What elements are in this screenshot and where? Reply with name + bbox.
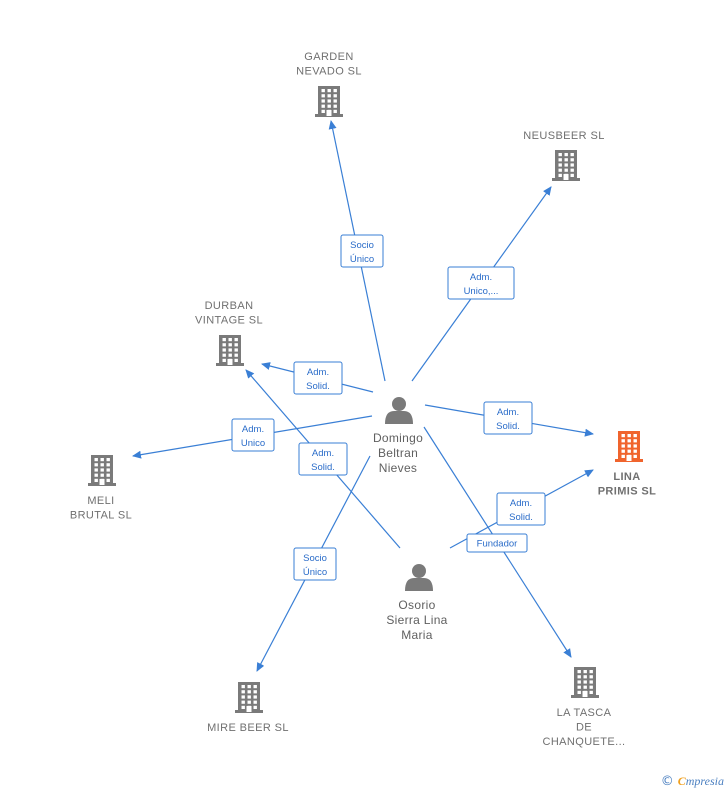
edge-label-line: Adm. bbox=[470, 272, 492, 283]
building-icon[interactable] bbox=[571, 667, 599, 698]
edge-label-line: Adm. bbox=[312, 448, 334, 459]
edge-label-line: Fundador bbox=[477, 539, 518, 550]
edge-label-line: Socio bbox=[303, 553, 327, 564]
company-label-lina[interactable]: LINA PRIMIS SL bbox=[598, 471, 657, 498]
edge-label-line: Unico,... bbox=[464, 286, 499, 297]
company-label-lina-line: PRIMIS SL bbox=[598, 486, 657, 498]
edge-label-osorio-lina[interactable]: Adm. Solid. bbox=[496, 492, 546, 526]
edge-label-text: Adm. Solid. bbox=[306, 367, 330, 392]
edge-label-line: Solid. bbox=[306, 381, 330, 392]
company-label-mire[interactable]: MIRE BEER SL bbox=[207, 722, 289, 734]
edge-label-osorio-durban[interactable]: Adm. Solid. bbox=[298, 442, 348, 476]
company-node-garden[interactable]: GARDEN NEVADO SL bbox=[296, 51, 362, 117]
person-label-domingo-line: Nieves bbox=[379, 461, 417, 475]
company-node-durban[interactable]: DURBAN VINTAGE SL bbox=[195, 300, 263, 366]
edge-label-line: Adm. bbox=[497, 407, 519, 418]
company-label-latasca-line: CHANQUETE... bbox=[542, 736, 625, 748]
edge-label-line: Solid. bbox=[311, 462, 335, 473]
person-label-osorio-line: Sierra Lina bbox=[386, 613, 447, 627]
person-icon[interactable] bbox=[405, 564, 433, 591]
company-label-latasca-line: DE bbox=[576, 722, 592, 734]
nodes-layer: GARDEN NEVADO SL NEUSBEER SL DURBAN VINTAGE … bbox=[70, 51, 656, 748]
edge-label-line: Adm. bbox=[307, 367, 329, 378]
company-node-mire[interactable]: MIRE BEER SL bbox=[207, 682, 289, 734]
person-label-osorio-line: Maria bbox=[401, 628, 433, 642]
company-label-durban-line: DURBAN bbox=[205, 300, 254, 312]
edge-label-line: Socio bbox=[350, 240, 374, 251]
company-label-lina-line: LINA bbox=[613, 471, 640, 483]
person-label-domingo-line: Domingo bbox=[373, 431, 423, 445]
edge-label-line: Solid. bbox=[496, 421, 520, 432]
edge-label-text: Adm. Unico,... bbox=[464, 272, 499, 297]
company-node-latasca[interactable]: LA TASCA DE CHANQUETE... bbox=[542, 667, 625, 748]
edge-label-text: Adm. Solid. bbox=[509, 498, 533, 523]
copyright-icon: © bbox=[660, 774, 674, 789]
company-label-latasca-line: LA TASCA bbox=[557, 707, 612, 719]
building-icon[interactable] bbox=[315, 86, 343, 117]
building-icon[interactable] bbox=[615, 431, 643, 462]
edge-label-box bbox=[496, 492, 546, 526]
building-icon[interactable] bbox=[88, 455, 116, 486]
company-label-garden-line: NEVADO SL bbox=[296, 66, 362, 78]
edge-label-box bbox=[231, 418, 275, 452]
edge-label-box bbox=[447, 266, 515, 300]
company-label-meli-line: MELI bbox=[87, 495, 114, 507]
company-label-neusbeer-line: NEUSBEER SL bbox=[523, 130, 604, 142]
edge-label-box bbox=[466, 533, 528, 553]
edge-label-text: Adm. Unico bbox=[241, 424, 265, 449]
person-icon[interactable] bbox=[385, 397, 413, 424]
brand-logo-text: mpresia bbox=[685, 774, 724, 788]
building-icon[interactable] bbox=[235, 682, 263, 713]
edge-label-box bbox=[293, 547, 337, 581]
company-node-lina[interactable]: LINA PRIMIS SL bbox=[598, 431, 657, 498]
person-label-osorio-line: Osorio bbox=[398, 598, 435, 612]
edge-label-domingo-durban[interactable]: Adm. Solid. bbox=[293, 361, 343, 395]
company-label-durban[interactable]: DURBAN VINTAGE SL bbox=[195, 300, 263, 327]
company-node-meli[interactable]: MELI BRUTAL SL bbox=[70, 455, 132, 522]
edge-label-box bbox=[483, 401, 533, 435]
building-icon[interactable] bbox=[216, 335, 244, 366]
edge-label-line: Adm. bbox=[242, 424, 264, 435]
edge-label-box bbox=[293, 361, 343, 395]
edge-label-line: Único bbox=[303, 567, 327, 578]
company-label-garden-line: GARDEN bbox=[304, 51, 353, 63]
footer-brand[interactable]: ©Cmpresia bbox=[661, 774, 724, 789]
company-label-meli[interactable]: MELI BRUTAL SL bbox=[70, 495, 132, 522]
building-icon[interactable] bbox=[552, 150, 580, 181]
company-label-garden[interactable]: GARDEN NEVADO SL bbox=[296, 51, 362, 78]
edge-label-domingo-latasca[interactable]: Fundador bbox=[466, 533, 528, 553]
company-node-neusbeer[interactable]: NEUSBEER SL bbox=[523, 130, 604, 181]
edge-label-line: Solid. bbox=[509, 512, 533, 523]
edges-layer bbox=[132, 120, 594, 672]
edge-label-line: Unico bbox=[241, 438, 265, 449]
brand-logo-letter: C bbox=[677, 774, 686, 788]
company-label-mire-line: MIRE BEER SL bbox=[207, 722, 289, 734]
company-label-meli-line: BRUTAL SL bbox=[70, 510, 132, 522]
edge-label-box bbox=[340, 234, 384, 268]
edge-label-text: Adm. Solid. bbox=[311, 448, 335, 473]
edge-label-box bbox=[298, 442, 348, 476]
company-label-latasca[interactable]: LA TASCA DE CHANQUETE... bbox=[542, 707, 625, 748]
edge-label-text: Fundador bbox=[477, 539, 518, 550]
company-label-neusbeer[interactable]: NEUSBEER SL bbox=[523, 130, 604, 142]
edge-label-domingo-lina[interactable]: Adm. Solid. bbox=[483, 401, 533, 435]
edge-label-domingo-meli[interactable]: Adm. Unico bbox=[231, 418, 275, 452]
edge-label-line: Único bbox=[350, 254, 374, 265]
edge-label-domingo-neusbeer[interactable]: Adm. Unico,... bbox=[447, 266, 515, 300]
edge-label-line: Adm. bbox=[510, 498, 532, 509]
edge-label-text: Adm. Solid. bbox=[496, 407, 520, 432]
person-label-domingo-line: Beltran bbox=[378, 446, 418, 460]
company-label-durban-line: VINTAGE SL bbox=[195, 315, 263, 327]
